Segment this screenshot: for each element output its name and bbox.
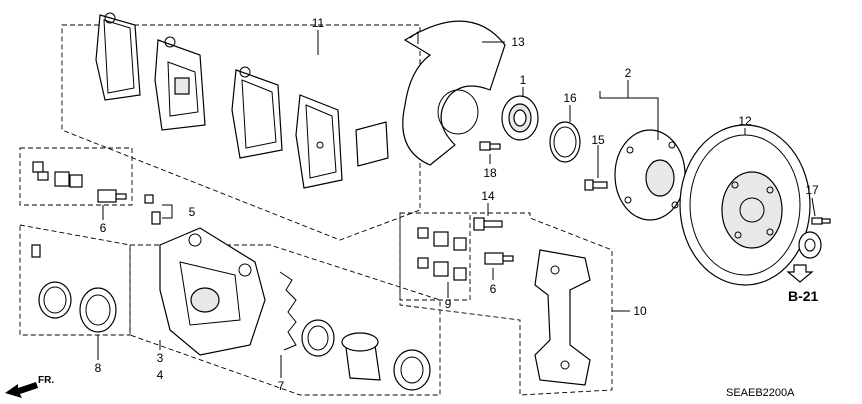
callout-8: 8 — [95, 361, 102, 375]
bleeder-screw — [144, 194, 161, 225]
callout-16: 16 — [563, 91, 577, 105]
callout-3: 3 — [157, 351, 164, 365]
splash-guard-bolt — [479, 141, 501, 151]
guide-pin-right — [484, 252, 514, 265]
pin-boot-kit-box — [399, 212, 471, 301]
snap-ring — [549, 121, 581, 163]
hub-nut — [798, 231, 822, 259]
brake-pad-3 — [231, 66, 283, 159]
brake-pad-4 — [295, 94, 343, 189]
callout-4: 4 — [157, 368, 164, 382]
callout-17: 17 — [805, 183, 819, 197]
brake-pad-2 — [154, 36, 206, 131]
arrow-left-icon — [5, 382, 38, 398]
pad-shim — [355, 121, 389, 167]
reference-marker: B-21 — [786, 264, 819, 304]
callout-12: 12 — [738, 114, 752, 128]
piston-seal-group-box — [129, 244, 441, 396]
pin-boot-kit — [417, 227, 467, 281]
callout-13: 13 — [511, 35, 525, 49]
splash-guard — [402, 20, 506, 166]
down-arrow-icon — [786, 264, 814, 283]
callout-6-right: 6 — [490, 282, 497, 296]
front-direction-indicator: FR. — [5, 375, 54, 398]
pin-bolt-kit — [32, 161, 83, 188]
guide-pin-left — [97, 189, 127, 203]
callout-1: 1 — [520, 73, 527, 87]
callout-15: 15 — [591, 133, 605, 147]
piston — [341, 332, 381, 381]
pad-spring — [279, 271, 297, 351]
front-label: FR. — [38, 375, 54, 386]
caliper-seal-kit — [31, 244, 117, 333]
caliper-body — [159, 227, 266, 356]
callout-18: 18 — [483, 166, 497, 180]
pin-group-box — [19, 147, 133, 206]
caliper-bracket — [534, 249, 591, 386]
leader-lines — [97, 30, 816, 378]
callout-5: 5 — [189, 205, 196, 219]
callout-14: 14 — [481, 189, 495, 203]
pad-set-group-box — [61, 24, 421, 241]
wheel-bearing — [501, 95, 539, 141]
piston-seal — [301, 319, 335, 357]
wheel-hub — [614, 129, 686, 221]
brake-disc — [679, 124, 811, 286]
callout-2: 2 — [625, 66, 632, 80]
callout-11: 11 — [312, 16, 325, 30]
caliper-group-box — [19, 224, 131, 336]
hub-bolt — [584, 179, 608, 191]
disc-screw — [811, 217, 831, 225]
piston-boot — [393, 349, 431, 391]
caliper-bracket-group-box — [399, 212, 613, 396]
brake-pad-1 — [95, 12, 141, 101]
callout-7: 7 — [278, 379, 285, 393]
callout-10: 10 — [633, 304, 647, 318]
callout-6-left: 6 — [100, 221, 107, 235]
diagram-code: SEAEB2200A — [726, 387, 795, 399]
callout-9: 9 — [445, 297, 452, 311]
reference-label: B-21 — [788, 288, 819, 304]
bracket-bolt — [473, 217, 503, 231]
